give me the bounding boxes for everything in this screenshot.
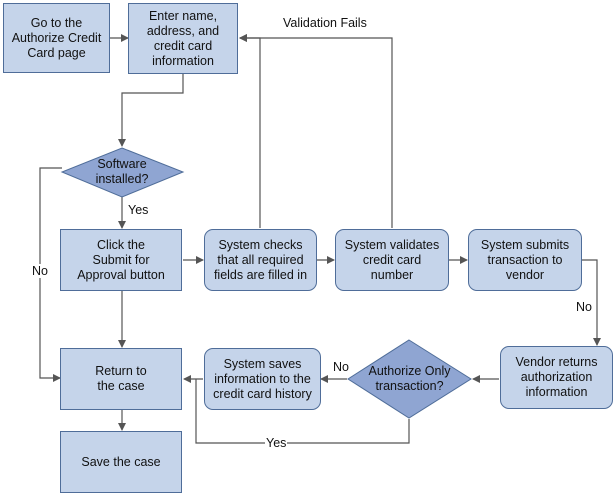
edge-validation-fails — [239, 34, 393, 228]
no-software-label: No — [31, 264, 49, 278]
vendor-returns-label: Vendor returns authorization information — [515, 355, 598, 399]
save-case-label: Save the case — [81, 454, 161, 469]
software-installed-label: Software installed? — [95, 157, 149, 186]
click-submit-label: Click the Submit for Approval button — [77, 237, 165, 282]
system-checks-box: System checks that all required fields a… — [204, 229, 317, 291]
yes-authorize-label: Yes — [265, 436, 288, 450]
go-to-page-label: Go to the Authorize Credit Card page — [11, 15, 102, 60]
system-submits-box: System submits transaction to vendor — [468, 229, 582, 291]
system-validates-box: System validates credit card number — [335, 229, 449, 291]
system-validates-label: System validates credit card number — [344, 237, 440, 282]
no-authorize-label: No — [332, 360, 350, 374]
return-case-label: Return to the case — [95, 364, 147, 393]
edge-authorize-yes — [195, 379, 410, 444]
authorize-only-label-wrap: Authorize Only transaction? — [352, 358, 467, 400]
system-saves-label: System saves information to the credit c… — [213, 356, 312, 401]
software-installed-label-wrap: Software installed? — [72, 152, 172, 192]
validation-fails-label: Validation Fails — [282, 16, 368, 30]
authorize-only-label: Authorize Only transaction? — [368, 364, 451, 393]
vendor-returns-box: Vendor returns authorization information — [500, 346, 613, 409]
save-case-box: Save the case — [60, 431, 182, 493]
system-submits-label: System submits transaction to vendor — [480, 237, 570, 282]
edge-enter-to-software — [118, 74, 184, 147]
yes-software-label: Yes — [127, 203, 150, 217]
authorize-only-diamond — [347, 339, 472, 419]
enter-info-box: Enter name, address, and credit card inf… — [128, 3, 238, 74]
edge-checks-loop — [239, 34, 261, 228]
system-saves-box: System saves information to the credit c… — [204, 348, 321, 410]
edge-submits-to-vendor — [582, 259, 601, 346]
system-checks-label: System checks that all required fields a… — [213, 237, 308, 282]
enter-info-label: Enter name, address, and credit card inf… — [146, 8, 220, 68]
software-installed-diamond — [60, 147, 185, 198]
return-case-box: Return to the case — [60, 348, 182, 410]
click-submit-box: Click the Submit for Approval button — [60, 229, 182, 291]
go-to-page-box: Go to the Authorize Credit Card page — [3, 3, 110, 73]
no-vendor-label: No — [575, 300, 593, 314]
